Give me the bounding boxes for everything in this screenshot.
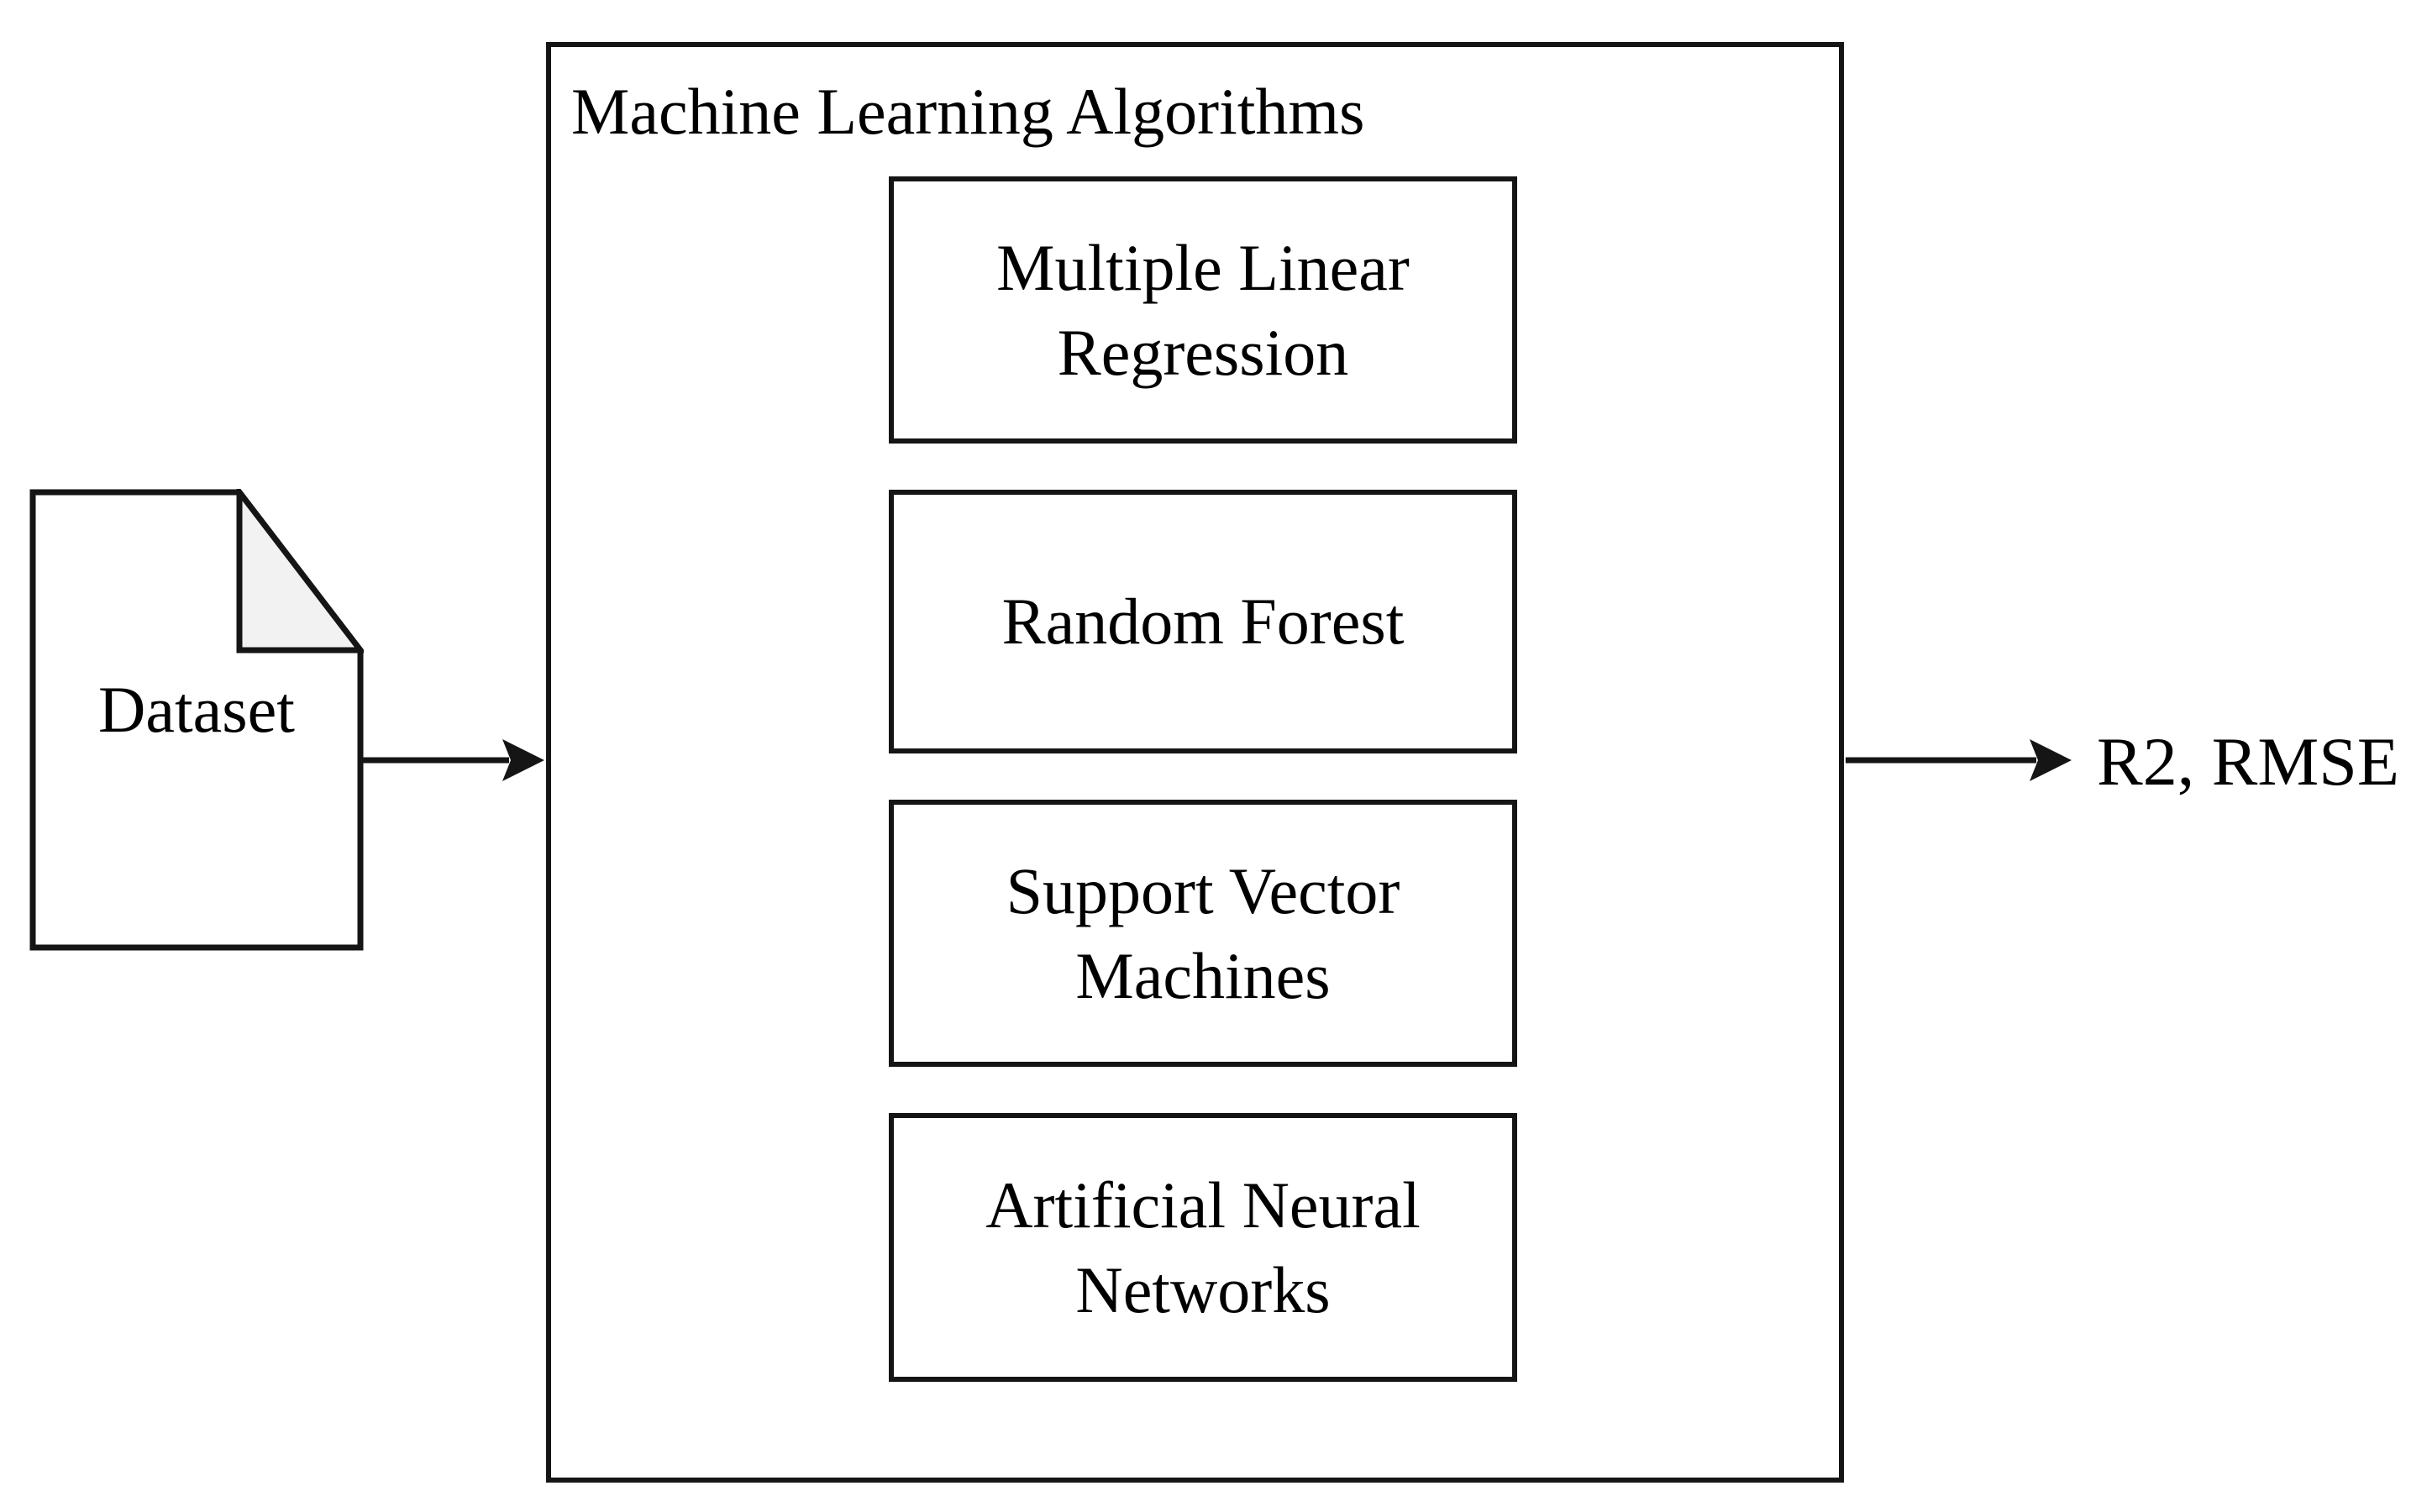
algorithm-label: Random Forest — [1001, 585, 1405, 659]
algorithm-box-support-vector-machines: Support Vector Machines — [889, 800, 1517, 1067]
algorithm-label: Artificial Neural Networks — [985, 1168, 1421, 1326]
algorithm-label: Support Vector Machines — [1006, 853, 1400, 1012]
algorithm-box-artificial-neural-networks: Artificial Neural Networks — [889, 1113, 1517, 1382]
algorithm-box-random-forest: Random Forest — [889, 490, 1517, 753]
output-metrics-label: R2, RMSE — [2097, 723, 2399, 800]
arrowhead-icon — [2030, 739, 2072, 781]
arrow-dataset-to-algorithms — [363, 739, 544, 781]
dataset-node-label: Dataset — [98, 673, 295, 746]
arrowhead-icon — [502, 739, 544, 781]
algorithm-box-multiple-linear-regression: Multiple Linear Regression — [889, 176, 1517, 444]
ml-algorithms-container-title: Machine Learning Algorithms — [571, 75, 1365, 148]
algorithm-label: Multiple Linear Regression — [996, 230, 1410, 389]
dataset-document-icon — [29, 489, 364, 951]
arrow-algorithms-to-metrics — [1846, 739, 2072, 781]
document-folded-corner-icon — [236, 489, 364, 654]
